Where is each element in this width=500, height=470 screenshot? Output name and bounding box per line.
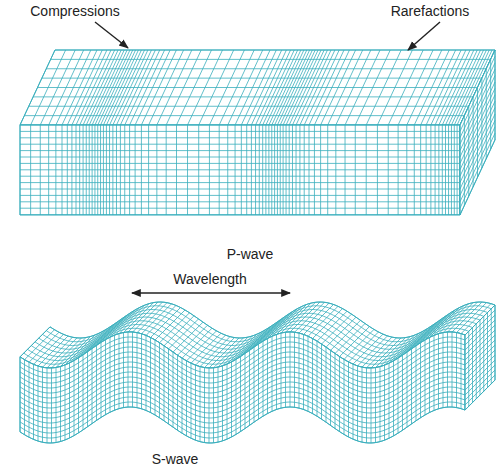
wave-title: P-wave — [190, 246, 310, 262]
callout-label: Rarefactions — [375, 3, 485, 19]
wavelength-arrow — [132, 292, 290, 293]
side-face — [460, 50, 495, 215]
leader-arrow — [408, 22, 440, 50]
front-face — [20, 332, 465, 443]
grid-mesh — [20, 125, 460, 215]
callout-label: Compressions — [20, 3, 130, 19]
side-face — [465, 305, 495, 410]
front-face — [20, 125, 460, 215]
grid-mesh — [465, 305, 495, 410]
wave-title: S-wave — [120, 451, 230, 467]
s-wave-block — [20, 302, 495, 443]
top-face — [20, 50, 495, 125]
grid-mesh — [460, 50, 495, 215]
grid-mesh — [20, 50, 495, 125]
leader-arrow — [95, 22, 128, 48]
p-wave-block — [20, 50, 495, 215]
dimension-label: Wavelength — [150, 271, 270, 287]
grid-mesh — [20, 332, 465, 443]
